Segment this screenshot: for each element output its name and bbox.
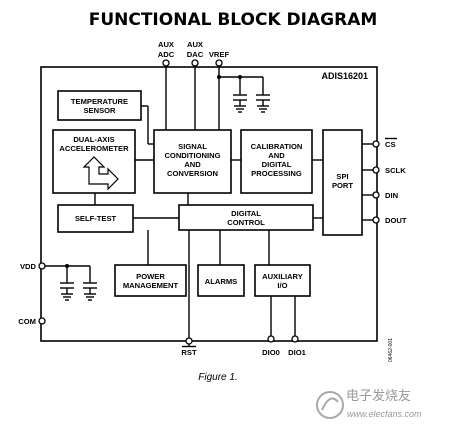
- diagram-title: FUNCTIONAL BLOCK DIAGRAM: [89, 10, 378, 30]
- dio0-label: DIO0: [262, 348, 280, 357]
- svg-text:SELF-TEST: SELF-TEST: [75, 214, 117, 223]
- svg-text:PROCESSING: PROCESSING: [251, 169, 302, 178]
- vref-cap-junction-dot: [238, 75, 242, 79]
- connection-lines: [45, 62, 373, 346]
- digital-control-block: DIGITAL CONTROL: [178, 204, 314, 231]
- signal-conditioning-block: SIGNAL CONDITIONING AND CONVERSION: [153, 129, 232, 194]
- aux-dac-pin: [191, 59, 199, 67]
- auxiliary-io-block: AUXILIARY I/O: [254, 264, 311, 297]
- svg-text:DUAL-AXIS: DUAL-AXIS: [73, 135, 114, 144]
- dual-axis-arrow-icon: [82, 156, 119, 191]
- figure-code: 06462-001: [388, 338, 394, 362]
- calibration-block: CALIBRATION AND DIGITAL PROCESSING: [240, 129, 313, 194]
- svg-text:SPI: SPI: [336, 172, 348, 181]
- svg-text:DIGITAL: DIGITAL: [262, 160, 292, 169]
- svg-text:SIGNAL: SIGNAL: [178, 142, 207, 151]
- sclk-label: SCLK: [385, 166, 406, 175]
- svg-text:CALIBRATION: CALIBRATION: [251, 142, 303, 151]
- dio0-pin: [267, 335, 275, 343]
- vref-junction-dot: [217, 75, 221, 79]
- watermark-logo-icon: [316, 391, 344, 419]
- aux-dac-label-line1: AUX: [187, 40, 203, 49]
- svg-text:MANAGEMENT: MANAGEMENT: [123, 281, 179, 290]
- svg-text:ALARMS: ALARMS: [205, 277, 237, 286]
- self-test-block: SELF-TEST: [57, 204, 134, 233]
- watermark-text: 电子发烧友: [346, 388, 411, 403]
- svg-text:I/O: I/O: [277, 281, 287, 290]
- svg-text:CONDITIONING: CONDITIONING: [164, 151, 220, 160]
- com-label: COM: [18, 317, 36, 326]
- svg-text:PORT: PORT: [332, 181, 353, 190]
- svg-text:CONTROL: CONTROL: [227, 218, 265, 227]
- power-management-block: POWER MANAGEMENT: [114, 264, 187, 297]
- watermark: 电子发烧友 www.elecfans.com: [316, 388, 422, 419]
- spi-port-block: SPI PORT: [322, 129, 363, 236]
- chip-name: ADIS16201: [321, 71, 368, 81]
- svg-text:TEMPERATURE: TEMPERATURE: [71, 97, 128, 106]
- svg-text:AND: AND: [268, 151, 285, 160]
- svg-text:ACCELEROMETER: ACCELEROMETER: [59, 144, 129, 153]
- watermark-url: www.elecfans.com: [347, 409, 422, 419]
- dout-pin: [372, 216, 380, 224]
- cs-label: CS: [385, 140, 396, 149]
- vdd-capacitor-1: [60, 282, 74, 301]
- vdd-capacitor-2: [83, 282, 97, 301]
- din-label: DIN: [385, 191, 398, 200]
- temperature-sensor-block: TEMPERATURE SENSOR: [57, 90, 142, 121]
- svg-text:AND: AND: [184, 160, 201, 169]
- din-pin: [372, 191, 380, 199]
- vdd-junction-dot: [65, 264, 69, 268]
- cs-pin: [372, 140, 380, 148]
- vdd-pin: [38, 262, 46, 270]
- dio1-label: DIO1: [288, 348, 307, 357]
- vdd-label: VDD: [20, 262, 37, 271]
- figure-caption: Figure 1.: [198, 372, 237, 383]
- svg-text:AUXILIARY: AUXILIARY: [262, 272, 303, 281]
- rst-label: RST: [181, 348, 197, 357]
- accelerometer-block: DUAL-AXIS ACCELEROMETER: [52, 129, 136, 194]
- aux-adc-label-line2: ADC: [158, 50, 175, 59]
- aux-adc-pin: [162, 59, 170, 67]
- svg-text:POWER: POWER: [136, 272, 165, 281]
- dout-label: DOUT: [385, 216, 407, 225]
- dio1-pin: [291, 335, 299, 343]
- rst-pin: [185, 337, 193, 345]
- svg-text:DIGITAL: DIGITAL: [231, 209, 261, 218]
- vref-capacitor-2: [256, 94, 270, 113]
- alarms-block: ALARMS: [197, 264, 245, 297]
- vref-capacitor-1: [233, 94, 247, 113]
- aux-adc-label-line1: AUX: [158, 40, 174, 49]
- vref-label: VREF: [209, 50, 230, 59]
- com-pin: [38, 317, 46, 325]
- sclk-pin: [372, 166, 380, 174]
- vref-pin: [215, 59, 223, 67]
- svg-text:SENSOR: SENSOR: [83, 106, 116, 115]
- svg-text:CONVERSION: CONVERSION: [167, 169, 218, 178]
- aux-dac-label-line2: DAC: [187, 50, 204, 59]
